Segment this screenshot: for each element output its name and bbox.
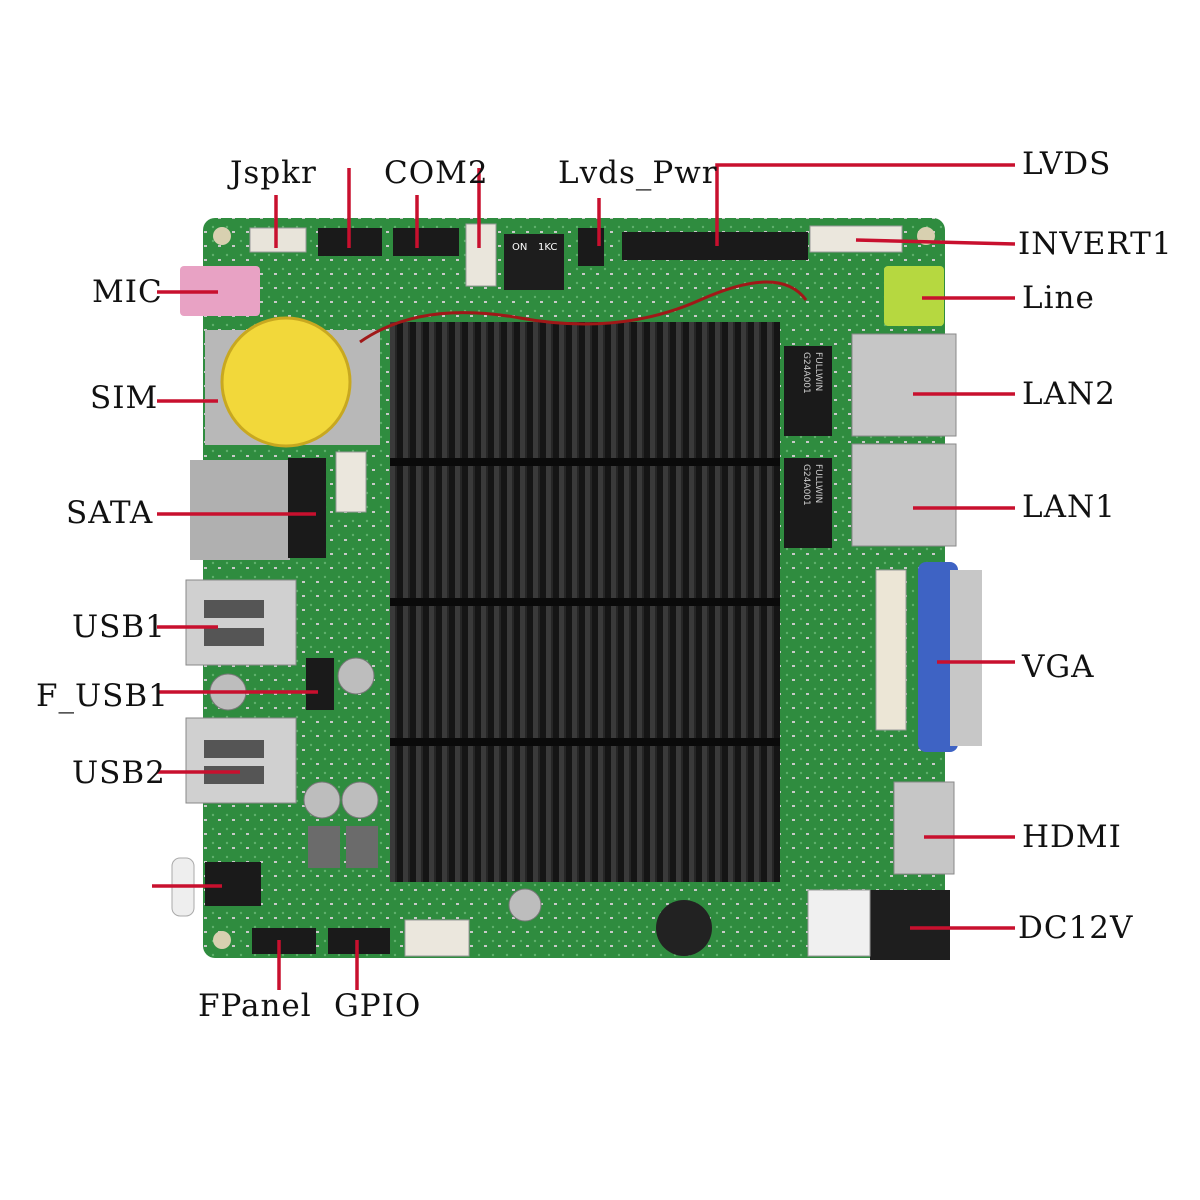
usb2-slot	[204, 740, 264, 758]
lan-transformer-1-text: FULLWIN	[813, 464, 823, 503]
leader-lines	[152, 163, 1016, 990]
label-lvds: LVDS	[1022, 146, 1112, 182]
heatsink-groove	[390, 458, 780, 466]
label-usb1: USB1	[72, 609, 166, 645]
cmos-battery	[220, 316, 352, 448]
lan-transformer-2	[784, 346, 832, 436]
lvds-connector	[622, 232, 808, 260]
mount-hole	[213, 227, 231, 245]
usb1-port	[185, 579, 297, 666]
com2-header	[393, 228, 459, 256]
inductor	[346, 826, 378, 868]
label-sata: SATA	[66, 495, 154, 531]
leader-invert1	[855, 238, 1016, 246]
vga-shell	[950, 570, 982, 746]
capacitor	[508, 888, 542, 922]
label-vga: VGA	[1022, 649, 1095, 685]
hdmi-port	[893, 781, 955, 875]
lan2-port	[851, 333, 957, 437]
capacitor	[303, 781, 341, 819]
buzzer	[656, 900, 712, 956]
lan-transformer-1	[784, 458, 832, 548]
fpanel-header	[252, 928, 316, 954]
gpio-header	[328, 928, 390, 954]
usb2-port	[185, 717, 297, 804]
label-jspkr: Jspkr	[230, 155, 317, 191]
capacitor	[341, 781, 379, 819]
vga-port	[918, 562, 958, 752]
heatsink-groove	[390, 738, 780, 746]
label-line: Line	[1022, 280, 1095, 316]
invert1-connector	[809, 225, 903, 253]
label-lvds-pwr: Lvds_Pwr	[558, 155, 718, 191]
label-lan2: LAN2	[1022, 376, 1116, 412]
fan-connector	[404, 919, 470, 957]
label-usb2: USB2	[72, 755, 166, 791]
vga-header	[875, 569, 907, 731]
label-hdmi: HDMI	[1022, 819, 1122, 855]
usb2-slot	[204, 766, 264, 784]
dc12v-jack	[870, 890, 950, 960]
dip-keys-text: 1KC	[538, 242, 557, 253]
mic-jack	[180, 266, 260, 316]
f-usb1-header	[306, 658, 334, 710]
usb1-slot	[204, 600, 264, 618]
usb1-slot	[204, 628, 264, 646]
lvds-pwr-connector	[465, 223, 497, 287]
sata-shield	[190, 460, 290, 560]
lan-transformer-1-part: G24A001	[801, 464, 811, 506]
leader-lvds	[715, 163, 1015, 246]
label-mic: MIC	[92, 274, 163, 310]
label-lan1: LAN1	[1022, 489, 1116, 525]
label-fpanel: FPanel	[198, 988, 312, 1024]
lan-transformer-2-part: G24A001	[801, 352, 811, 394]
capacitor	[337, 657, 375, 695]
jspkr-header	[249, 227, 307, 253]
sata-connector	[288, 458, 326, 558]
fan-wire	[359, 280, 808, 344]
label-f-usb1: F_USB1	[36, 678, 169, 714]
label-dc12v: DC12V	[1018, 910, 1134, 946]
inductor	[308, 826, 340, 868]
mount-hole	[213, 931, 231, 949]
label-com2: COM2	[384, 155, 489, 191]
label-sim: SIM	[90, 380, 159, 416]
heatsink-groove	[390, 598, 780, 606]
sata-power	[335, 451, 367, 513]
dip-on-text: ON	[512, 242, 527, 253]
power-4pin	[807, 889, 871, 957]
label-invert1: INVERT1	[1018, 226, 1173, 262]
power-button-header	[205, 862, 261, 906]
lan-transformer-2-text: FULLWIN	[813, 352, 823, 391]
label-gpio: GPIO	[334, 988, 422, 1024]
line-jack	[884, 266, 944, 326]
dip-switch	[504, 234, 564, 290]
lan1-port	[851, 443, 957, 547]
